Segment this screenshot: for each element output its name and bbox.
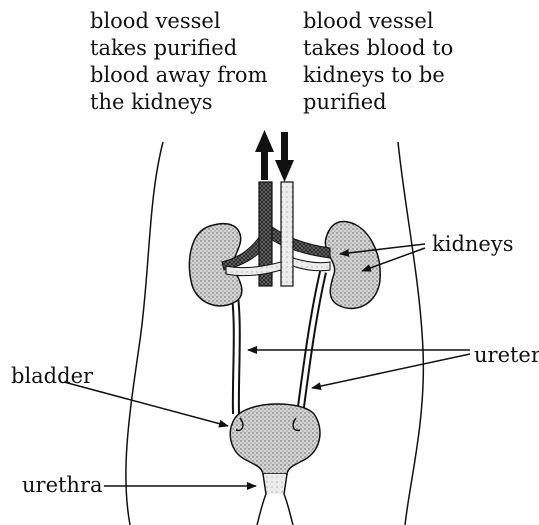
urethra-fill xyxy=(264,474,286,494)
bladder xyxy=(230,404,320,474)
vessel-to-label: blood vessel takes blood to kidneys to b… xyxy=(303,9,460,114)
kidneys-label: kidneys xyxy=(432,232,513,256)
flow-arrow-up-icon xyxy=(255,130,274,180)
artery-vessel xyxy=(281,182,293,286)
body-outline-left xyxy=(126,142,163,525)
body-outline-right xyxy=(398,142,423,525)
ureters-pointer-right xyxy=(312,354,470,388)
flow-arrow-down-icon xyxy=(275,132,294,182)
bladder-label: bladder xyxy=(11,364,94,388)
vein-branch-right xyxy=(266,224,330,258)
vessel-away-label: blood vessel takes purified blood away f… xyxy=(90,9,274,114)
ureter-right-inner xyxy=(300,272,323,414)
bladder-pointer xyxy=(64,382,228,426)
ureters-label: ureters xyxy=(474,343,539,367)
artery-branch-right xyxy=(293,258,330,271)
kidney-right xyxy=(325,222,380,309)
urethra-label: urethra xyxy=(22,473,103,497)
